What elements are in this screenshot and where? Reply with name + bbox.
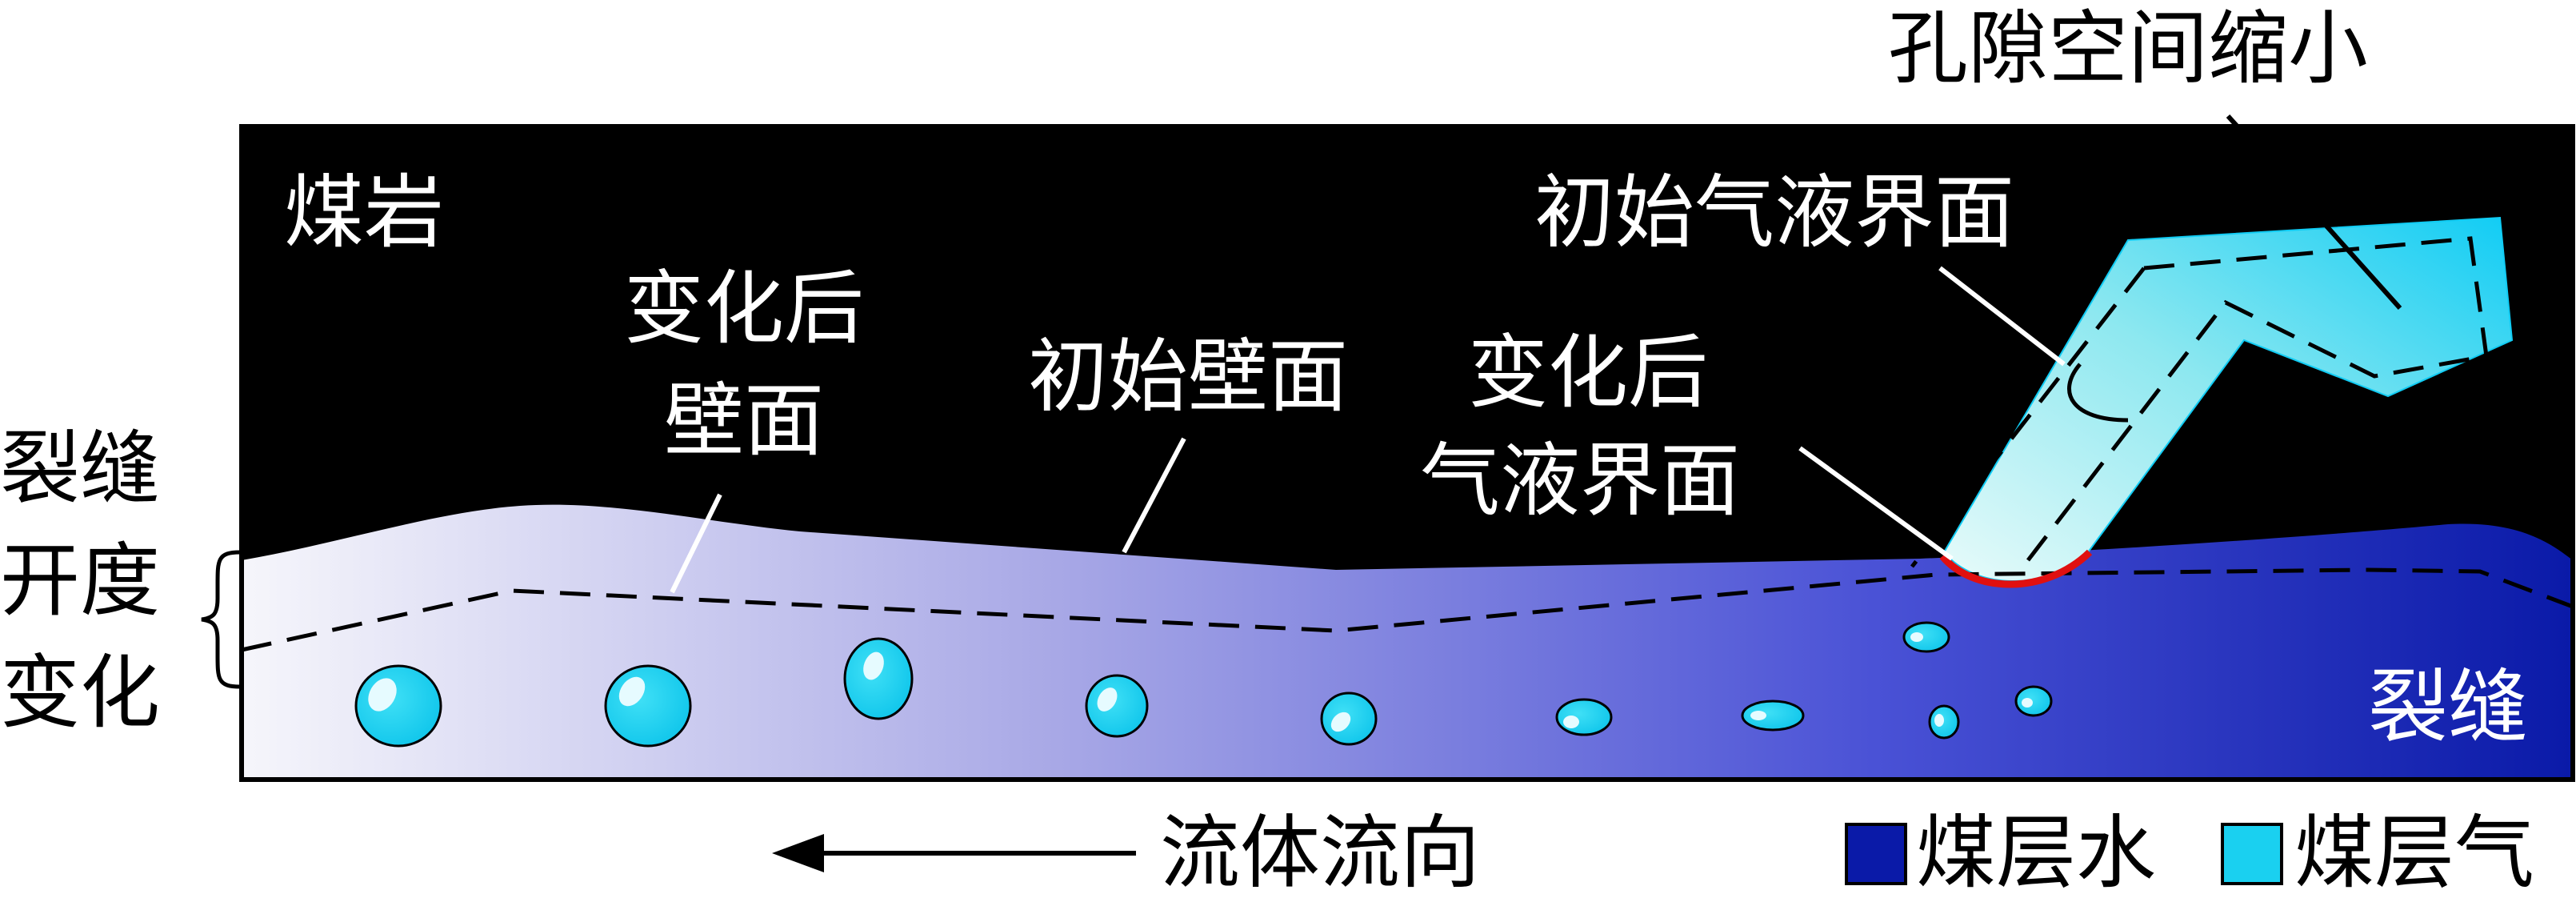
brace-icon	[201, 550, 241, 689]
legend-swatch-water	[1845, 823, 1907, 885]
pore-shrink-label: 孔隙空间缩小	[1888, 2, 2368, 95]
legend-label-gas: 煤层气	[2294, 806, 2534, 898]
aperture-label-3: 变化	[0, 646, 160, 740]
bubble	[843, 637, 914, 720]
initial-interface-arc	[2067, 363, 2129, 423]
bubble	[1928, 704, 1960, 740]
leader-pore-shrink	[2226, 114, 2402, 311]
fluid-direction-label: 流体流向	[1160, 806, 1480, 898]
aperture-label-1: 裂缝	[0, 422, 160, 515]
changed-wall-label-2: 壁面	[664, 374, 824, 467]
fracture-label: 裂缝	[2368, 660, 2528, 754]
left-arrow-icon	[772, 834, 1136, 872]
bubble	[2014, 685, 2053, 717]
legend: 煤层水 煤层气	[1845, 806, 2534, 898]
bubble	[1902, 621, 1950, 653]
bubble	[1320, 692, 1378, 746]
bubble	[604, 664, 692, 748]
leader-initial-interface	[1938, 266, 2066, 367]
gas-bubbles	[354, 621, 2053, 748]
initial-wall-label: 初始壁面	[1028, 330, 1348, 423]
leader-changed-wall	[670, 493, 722, 594]
bubble	[1741, 700, 1805, 732]
changed-interface-curve	[1939, 549, 2093, 588]
diagram-frame	[239, 124, 2575, 782]
initial-wall-line	[241, 567, 2574, 652]
bubble	[1555, 698, 1613, 736]
coal-rock-label: 煤岩	[284, 166, 444, 259]
bubble	[1085, 674, 1149, 738]
leader-changed-interface	[1798, 446, 1954, 561]
leader-initial-wall	[1122, 437, 1186, 554]
legend-swatch-gas	[2221, 823, 2283, 885]
changed-interface-label-2: 气液界面	[1420, 434, 1740, 527]
changed-interface-label-1: 变化后	[1468, 326, 1708, 419]
initial-gas-outline	[1910, 236, 2489, 568]
initial-interface-label: 初始气液界面	[1534, 166, 2014, 259]
bubble	[354, 664, 442, 748]
aperture-label-2: 开度	[0, 534, 160, 627]
changed-wall-label-1: 变化后	[624, 262, 864, 355]
legend-label-water: 煤层水	[1916, 806, 2156, 898]
